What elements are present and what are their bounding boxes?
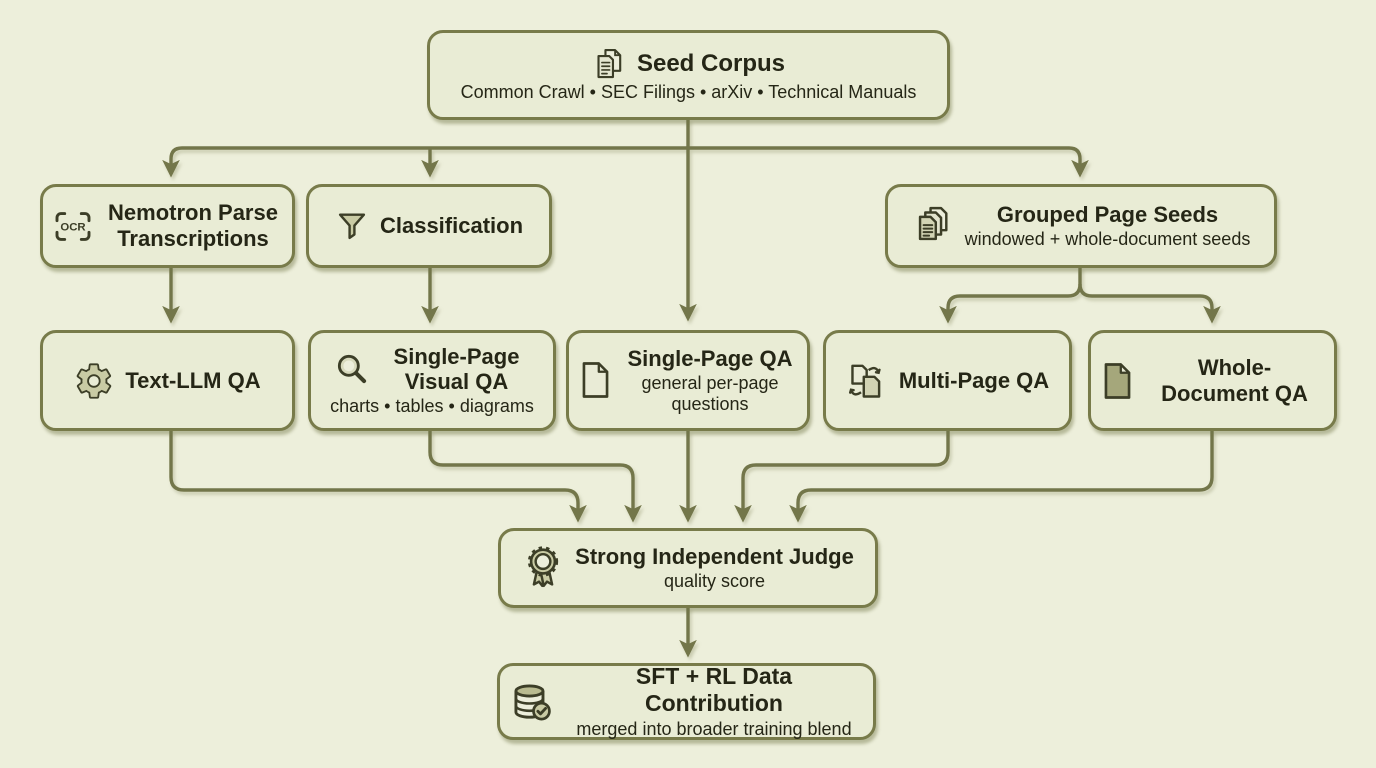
ocr-icon-label: OCR <box>60 221 85 233</box>
node-classification: Classification <box>306 184 552 268</box>
magnifier-icon <box>333 350 371 388</box>
node-multi-page-qa: Multi-Page QA <box>823 330 1072 431</box>
node-whole-document-qa: Whole-Document QA <box>1088 330 1337 431</box>
node-title: Grouped Page Seeds <box>996 202 1219 227</box>
node-grouped-page-seeds: Grouped Page Seeds windowed + whole-docu… <box>885 184 1277 268</box>
node-title: Classification <box>379 213 524 239</box>
gear-icon <box>74 361 114 401</box>
document-filled-icon <box>1101 361 1134 401</box>
node-title: Seed Corpus <box>636 49 785 77</box>
node-subtitle: charts • tables • diagrams <box>330 396 534 417</box>
node-subtitle: quality score <box>663 570 766 591</box>
node-title: Text-LLM QA <box>125 367 261 393</box>
node-nemotron-parse: OCR Nemotron Parse Transcriptions <box>40 184 295 268</box>
edge-seed-to-nemotron <box>162 146 688 178</box>
node-single-page-visual-qa: Single-Page Visual QA charts • tables • … <box>308 330 556 431</box>
node-title: Single-Page Visual QA <box>393 343 520 395</box>
swap-pages-icon <box>846 361 888 401</box>
node-strong-independent-judge: Strong Independent Judge quality score <box>498 528 878 608</box>
node-title: Single-Page QA <box>627 345 793 371</box>
page-stack-icon <box>912 205 954 247</box>
edge-grouped-to-multipage <box>939 267 1082 324</box>
node-title: Multi-Page QA <box>898 367 1050 393</box>
node-title: Whole-Document QA <box>1161 354 1308 406</box>
node-seed-corpus: Seed Corpus Common Crawl • SEC Filings •… <box>427 30 950 120</box>
award-ribbon-icon <box>522 545 564 591</box>
funnel-icon <box>335 209 369 243</box>
node-single-page-qa: Single-Page QA general per-page question… <box>566 330 810 431</box>
node-title: Nemotron Parse Transcriptions <box>108 200 278 251</box>
edge-grouped-to-wholedoc <box>1078 283 1221 324</box>
edge-textllm-to-judge <box>169 431 587 523</box>
node-text-llm-qa: Text-LLM QA <box>40 330 295 431</box>
documents-icon <box>592 47 626 81</box>
node-title: Strong Independent Judge <box>575 544 854 569</box>
edge-visual-to-judge <box>428 431 642 523</box>
node-subtitle: Common Crawl • SEC Filings • arXiv • Tec… <box>460 81 917 102</box>
ocr-icon: OCR <box>53 209 93 244</box>
node-subtitle: windowed + whole-document seeds <box>964 228 1251 249</box>
node-sft-rl-data-contribution: SFT + RL Data Contribution merged into b… <box>497 663 876 740</box>
node-subtitle: general per-page questions <box>641 372 779 414</box>
node-title: SFT + RL Data Contribution <box>635 663 793 717</box>
database-check-icon <box>510 681 554 723</box>
edge-seed-to-grouped <box>688 146 1089 178</box>
edge-multipage-to-judge <box>734 431 950 523</box>
edge-wholedoc-to-judge <box>789 431 1214 523</box>
node-subtitle: merged into broader training blend <box>576 718 852 739</box>
document-icon <box>579 360 612 400</box>
